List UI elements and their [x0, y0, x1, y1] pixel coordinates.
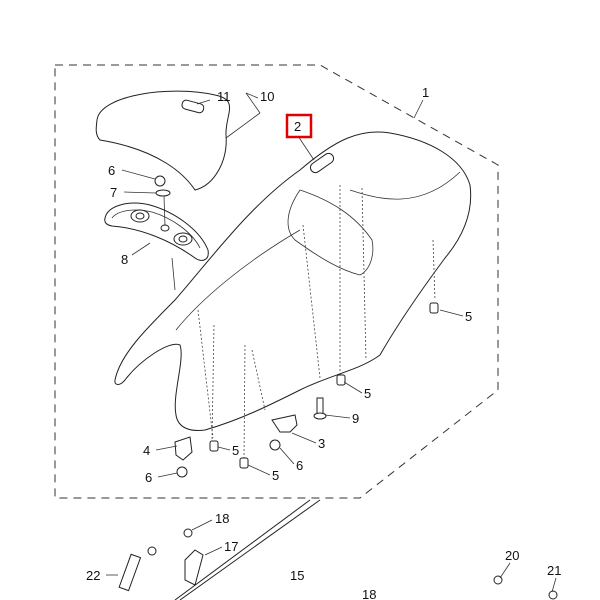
screw — [183, 528, 193, 538]
callout-6-mid[interactable]: 6 — [296, 458, 303, 473]
backrest-bracket — [104, 202, 209, 261]
main-seat — [114, 131, 472, 431]
nut — [269, 439, 281, 451]
highlight-box — [285, 113, 313, 139]
seat-emblem — [309, 152, 335, 174]
callout-17[interactable]: 17 — [224, 539, 238, 554]
callout-5-right[interactable]: 5 — [465, 309, 472, 324]
callout-20[interactable]: 20 — [505, 548, 519, 563]
callout-7[interactable]: 7 — [110, 185, 117, 200]
callout-22[interactable]: 22 — [86, 568, 100, 583]
callout-15[interactable]: 15 — [290, 568, 304, 583]
callout-2[interactable]: 2 — [294, 119, 301, 134]
callout-11[interactable]: 11 — [217, 89, 231, 104]
callout-5-left[interactable]: 5 — [232, 443, 239, 458]
bolt — [429, 302, 439, 314]
backrest-emblem — [181, 99, 205, 114]
callout-3[interactable]: 3 — [318, 436, 325, 451]
washer — [155, 189, 171, 197]
long-rod — [179, 499, 321, 600]
bolt — [336, 374, 346, 386]
nut — [154, 175, 166, 187]
hinge-plate — [184, 549, 204, 586]
callout-21[interactable]: 21 — [547, 563, 561, 578]
clip — [548, 590, 558, 600]
hinge-bracket — [174, 436, 193, 461]
bolt — [239, 457, 249, 469]
bolt — [209, 440, 219, 452]
callout-4[interactable]: 4 — [143, 443, 150, 458]
callout-18-top[interactable]: 18 — [215, 511, 229, 526]
callout-6-bottom[interactable]: 6 — [145, 470, 152, 485]
callout-18-bottom[interactable]: 18 — [362, 587, 376, 600]
assembly-boundary — [54, 64, 499, 499]
callout-10[interactable]: 10 — [260, 89, 274, 104]
callout-1[interactable]: 1 — [422, 85, 429, 100]
nut — [176, 466, 188, 478]
hinge-bracket — [271, 414, 298, 433]
backrest-pad — [95, 90, 231, 191]
callout-5-center[interactable]: 5 — [364, 386, 371, 401]
callout-5-bottom[interactable]: 5 — [272, 468, 279, 483]
callout-8[interactable]: 8 — [121, 252, 128, 267]
callout-6-top[interactable]: 6 — [108, 163, 115, 178]
callout-9[interactable]: 9 — [352, 411, 359, 426]
gas-strut — [118, 553, 142, 592]
